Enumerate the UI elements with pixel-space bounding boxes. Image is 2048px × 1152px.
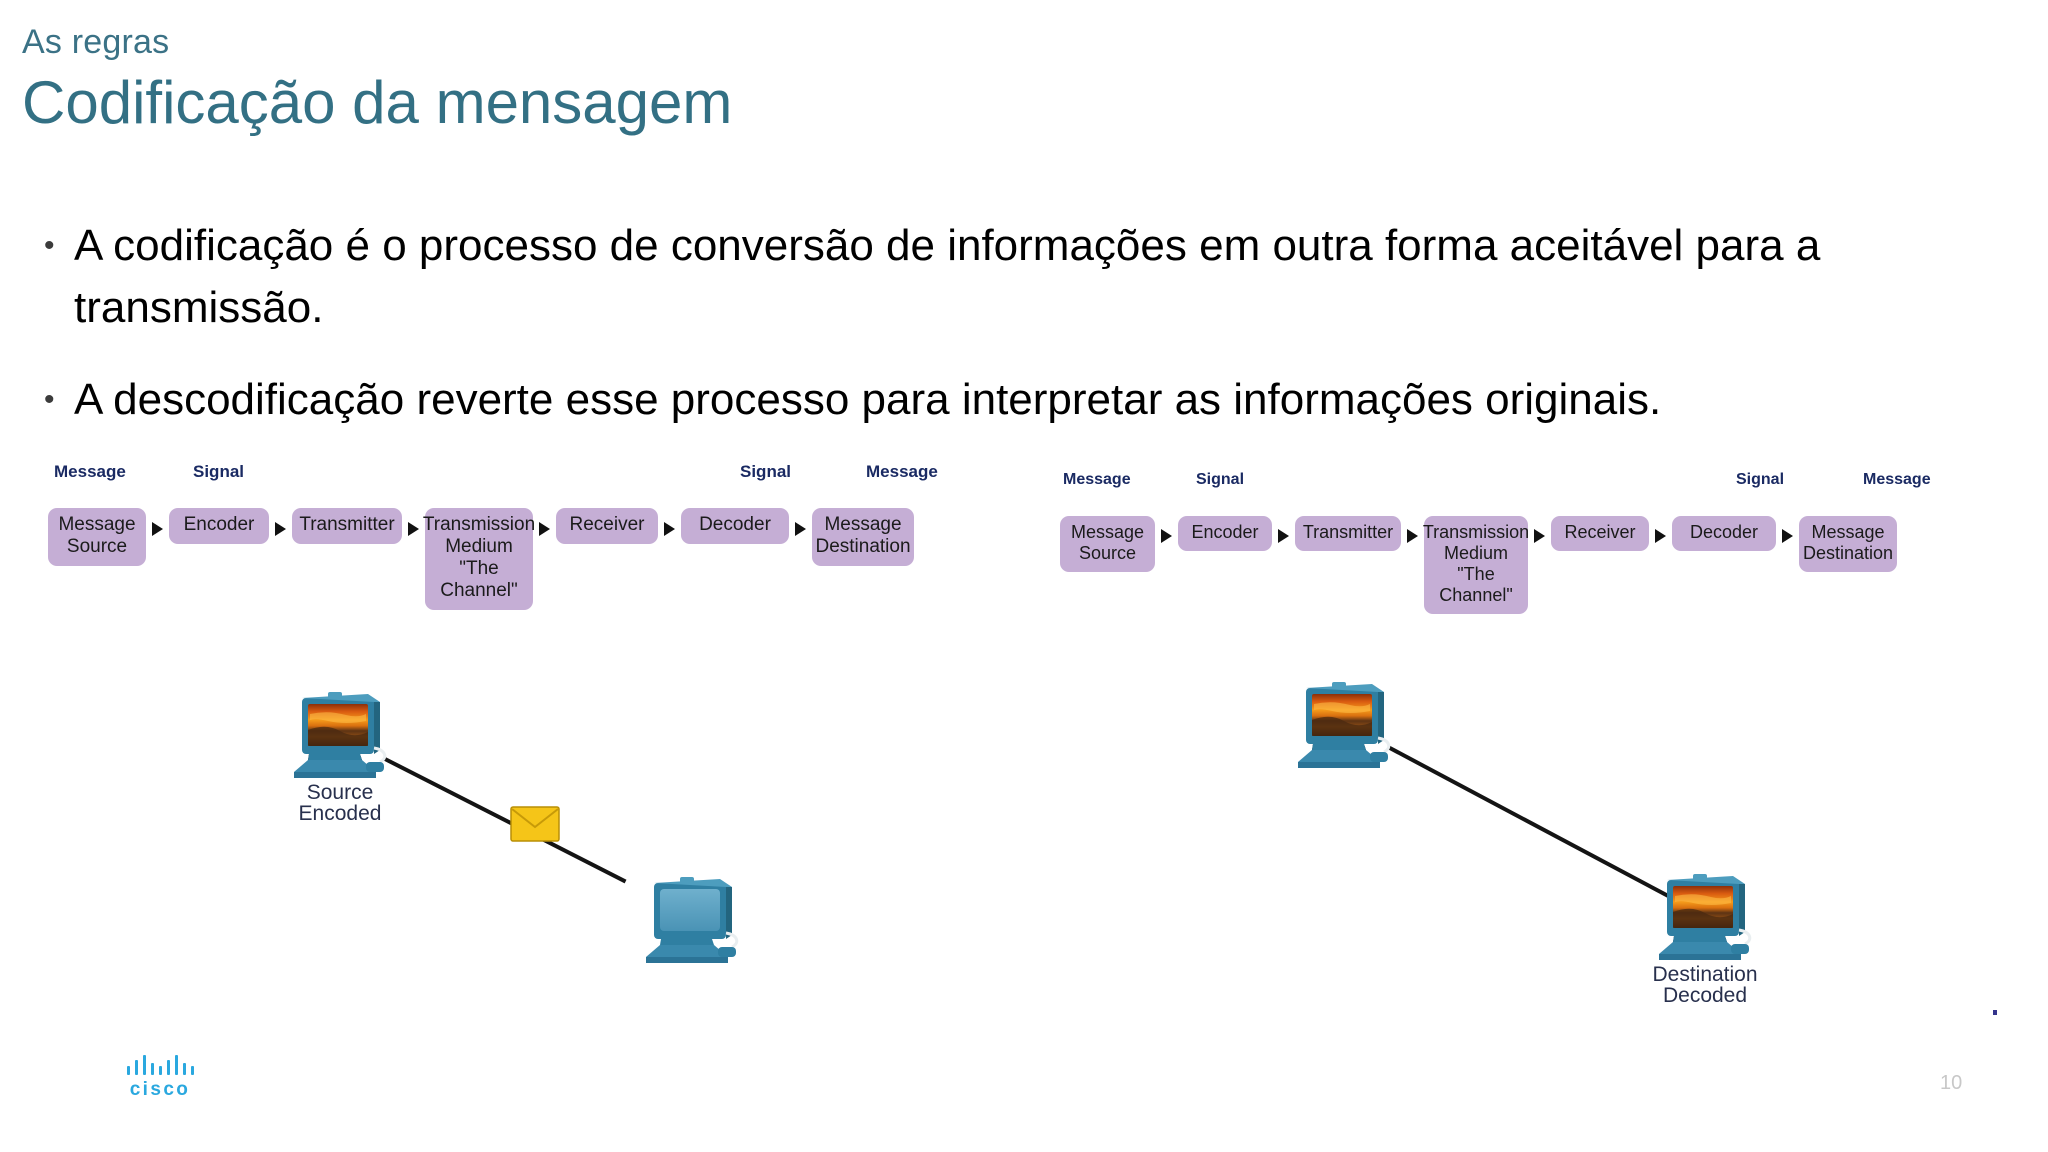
page-number: 10 <box>1940 1072 1963 1094</box>
list-item: • A codificação é o processo de conversã… <box>40 215 2030 339</box>
arrow-right-icon <box>795 522 806 536</box>
flow-caption-signal-in: Signal <box>1196 471 1245 488</box>
slide-header: As regras Codificação da mensagem <box>22 22 1522 140</box>
arrow-right-icon <box>275 522 286 536</box>
communication-flow-diagram-left: Message Signal Signal Message Message So… <box>48 462 1008 632</box>
flow-caption-message-out: Message <box>1863 471 1931 488</box>
flow-node-transmission-medium: Transmission Medium "The Channel" <box>423 508 535 610</box>
stray-mark <box>1993 1010 1997 1015</box>
arrow-right-icon <box>1782 529 1793 543</box>
slide-eyebrow: As regras <box>22 23 170 61</box>
source-computer-icon <box>1292 680 1396 776</box>
network-link-line <box>1387 745 1690 909</box>
bullet-text: A descodificação reverte esse processo p… <box>74 375 1662 424</box>
source-computer-icon: Source Encoded <box>288 690 392 824</box>
flow-node-receiver: Receiver <box>1551 516 1649 551</box>
arrow-right-icon <box>152 522 163 536</box>
destination-computer-label: Destination Decoded <box>1652 963 1758 1007</box>
flow-caption-signal-out: Signal <box>740 462 792 481</box>
flow-node-message-destination: Message Destination <box>812 508 914 566</box>
flow-node-receiver: Receiver <box>556 508 658 544</box>
flow-node-message-source: Message Source <box>48 508 146 566</box>
destination-computer-icon: Destination Decoded <box>1652 872 1758 1006</box>
flow-caption-message-in: Message <box>1063 471 1131 488</box>
flow-node-encoder: Encoder <box>1178 516 1272 551</box>
cisco-bars-icon <box>112 1055 208 1075</box>
flow-node-transmitter: Transmitter <box>1295 516 1401 551</box>
flow-caption-message-out: Message <box>866 462 938 481</box>
flow-node-message-source: Message Source <box>1060 516 1155 572</box>
arrow-right-icon <box>1534 529 1545 543</box>
bullet-marker-icon: • <box>44 229 55 262</box>
flow-chain: Message Source Encoder Transmitter Trans… <box>48 508 914 610</box>
arrow-right-icon <box>539 522 550 536</box>
flow-node-message-destination: Message Destination <box>1799 516 1897 572</box>
flow-caption-message-in: Message <box>54 462 126 481</box>
flow-node-decoder: Decoder <box>1672 516 1776 551</box>
arrow-right-icon <box>1655 529 1666 543</box>
list-item: • A descodificação reverte esse processo… <box>40 369 2030 431</box>
bullet-text: A codificação é o processo de conversão … <box>74 221 1821 332</box>
flow-chain: Message Source Encoder Transmitter Trans… <box>1060 516 1897 614</box>
flow-node-transmitter: Transmitter <box>292 508 402 544</box>
bullet-list: • A codificação é o processo de conversã… <box>40 215 2030 461</box>
flow-caption-signal-out: Signal <box>1736 471 1785 488</box>
flow-node-encoder: Encoder <box>169 508 269 544</box>
source-computer-label: Source Encoded <box>298 781 382 825</box>
flow-node-decoder: Decoder <box>681 508 789 544</box>
arrow-right-icon <box>1278 529 1289 543</box>
cisco-logo: cisco <box>112 1055 208 1101</box>
arrow-right-icon <box>1161 529 1172 543</box>
arrow-right-icon <box>1407 529 1418 543</box>
arrow-right-icon <box>408 522 419 536</box>
cisco-wordmark: cisco <box>129 1079 191 1100</box>
flow-caption-signal-in: Signal <box>193 462 245 481</box>
envelope-icon <box>510 806 560 842</box>
arrow-right-icon <box>664 522 675 536</box>
flow-node-transmission-medium: Transmission Medium "The Channel" <box>1423 516 1529 614</box>
bullet-marker-icon: • <box>44 383 55 416</box>
destination-computer-icon <box>640 875 744 971</box>
communication-flow-diagram-right: Message Signal Signal Message Message So… <box>1060 470 2000 640</box>
page-title: Codificação da mensagem <box>22 69 733 136</box>
